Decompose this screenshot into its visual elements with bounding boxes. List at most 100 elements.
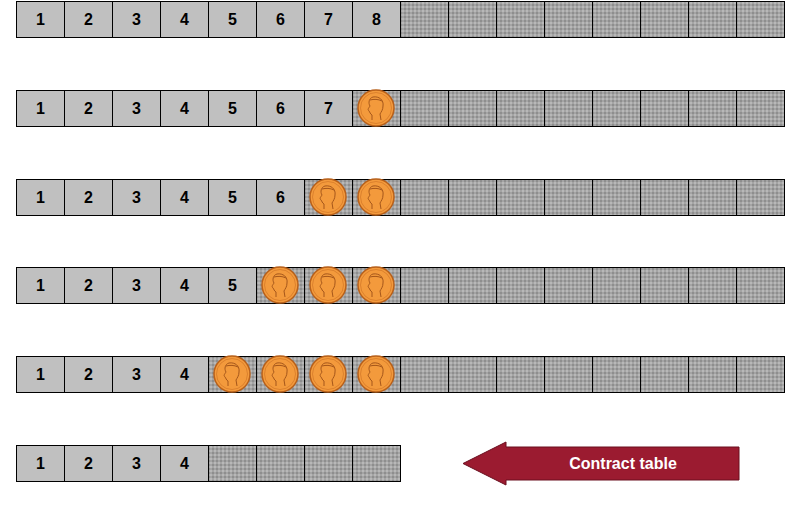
empty-cell — [593, 268, 641, 304]
cell-number: 3 — [132, 11, 141, 29]
coin-inner-ring — [313, 182, 344, 213]
empty-cell — [449, 180, 497, 216]
coin-portrait — [320, 186, 335, 209]
table-cell: 4 — [160, 1, 209, 38]
table-cell: 2 — [64, 1, 113, 38]
empty-cell — [497, 268, 545, 304]
empty-cell — [401, 91, 449, 127]
empty-cell — [689, 180, 737, 216]
empty-cell — [689, 268, 737, 304]
table-cell: 4 — [160, 90, 209, 127]
table-cell: 3 — [112, 445, 161, 482]
coin-portrait — [272, 363, 287, 386]
empty-cell — [641, 2, 689, 38]
empty-cell — [641, 180, 689, 216]
cell-number: 7 — [324, 100, 333, 118]
cell-number: 3 — [132, 100, 141, 118]
table-cell: 2 — [64, 267, 113, 304]
coin-inner-ring — [265, 359, 296, 390]
cell-number: 8 — [372, 11, 381, 29]
coin — [262, 267, 298, 303]
coin-rim — [358, 179, 394, 215]
cell-number: 1 — [36, 366, 45, 384]
coin — [310, 356, 346, 392]
cell-number: 3 — [132, 366, 141, 384]
cell-number: 1 — [36, 100, 45, 118]
coin-portrait — [368, 363, 383, 386]
empty-cell — [449, 2, 497, 38]
empty-cell — [737, 180, 785, 216]
coin-portrait — [320, 363, 335, 386]
empty-cell — [497, 180, 545, 216]
empty-cell — [305, 268, 353, 304]
coin — [214, 356, 250, 392]
empty-cell — [497, 357, 545, 393]
coin-portrait — [368, 97, 383, 120]
empty-cell — [401, 357, 449, 393]
coin-inner-ring — [361, 182, 392, 213]
table-cell: 5 — [208, 90, 257, 127]
coin-rim — [262, 267, 298, 303]
empty-cell — [545, 2, 593, 38]
arrow-label-box: Contract table — [462, 441, 740, 486]
coin-rim — [358, 356, 394, 392]
empty-cell — [305, 357, 353, 393]
coin — [358, 179, 394, 215]
empty-cell — [209, 446, 257, 482]
cell-number: 1 — [36, 11, 45, 29]
empty-cell — [353, 180, 401, 216]
coin-rim — [310, 356, 346, 392]
coin — [262, 356, 298, 392]
cell-number: 4 — [180, 455, 189, 473]
cell-number: 5 — [228, 11, 237, 29]
cell-number: 2 — [84, 189, 93, 207]
coin — [358, 267, 394, 303]
empty-cell — [545, 180, 593, 216]
empty-cell — [449, 91, 497, 127]
cell-number: 7 — [324, 11, 333, 29]
empty-cell — [593, 357, 641, 393]
table-cell: 1 — [16, 90, 65, 127]
cell-number: 1 — [36, 189, 45, 207]
table-cell: 5 — [208, 1, 257, 38]
empty-cell — [545, 268, 593, 304]
cell-number: 2 — [84, 277, 93, 295]
table-cell: 4 — [160, 267, 209, 304]
arrow-polygon — [463, 442, 739, 485]
coins — [214, 90, 394, 392]
table-cell: 6 — [256, 179, 305, 216]
cell-number: 6 — [276, 189, 285, 207]
cell-number: 3 — [132, 189, 141, 207]
empty-cell — [545, 357, 593, 393]
cell-number: 6 — [276, 100, 285, 118]
coin-inner-ring — [265, 270, 296, 301]
coin — [358, 356, 394, 392]
arrow-label: Contract table — [569, 455, 677, 473]
empty-cell — [737, 2, 785, 38]
table-cell: 2 — [64, 445, 113, 482]
empty-cell — [401, 2, 449, 38]
table-cell: 2 — [64, 179, 113, 216]
coin-inner-ring — [313, 270, 344, 301]
empty-cell — [449, 268, 497, 304]
coin-rim — [358, 90, 394, 126]
coin-portrait — [224, 363, 239, 386]
empty-cell — [449, 357, 497, 393]
empty-cells — [209, 2, 785, 482]
empty-cell — [737, 91, 785, 127]
coin-rim — [310, 179, 346, 215]
table-cell: 2 — [64, 90, 113, 127]
cell-number: 3 — [132, 277, 141, 295]
empty-cell — [353, 357, 401, 393]
empty-cell — [353, 446, 401, 482]
empty-cell — [689, 357, 737, 393]
coin-inner-ring — [361, 270, 392, 301]
empty-cell — [257, 268, 305, 304]
table-cell: 7 — [304, 90, 353, 127]
empty-cell — [209, 357, 257, 393]
table-cell: 1 — [16, 179, 65, 216]
empty-cell — [401, 180, 449, 216]
coin — [310, 267, 346, 303]
empty-cell — [257, 357, 305, 393]
